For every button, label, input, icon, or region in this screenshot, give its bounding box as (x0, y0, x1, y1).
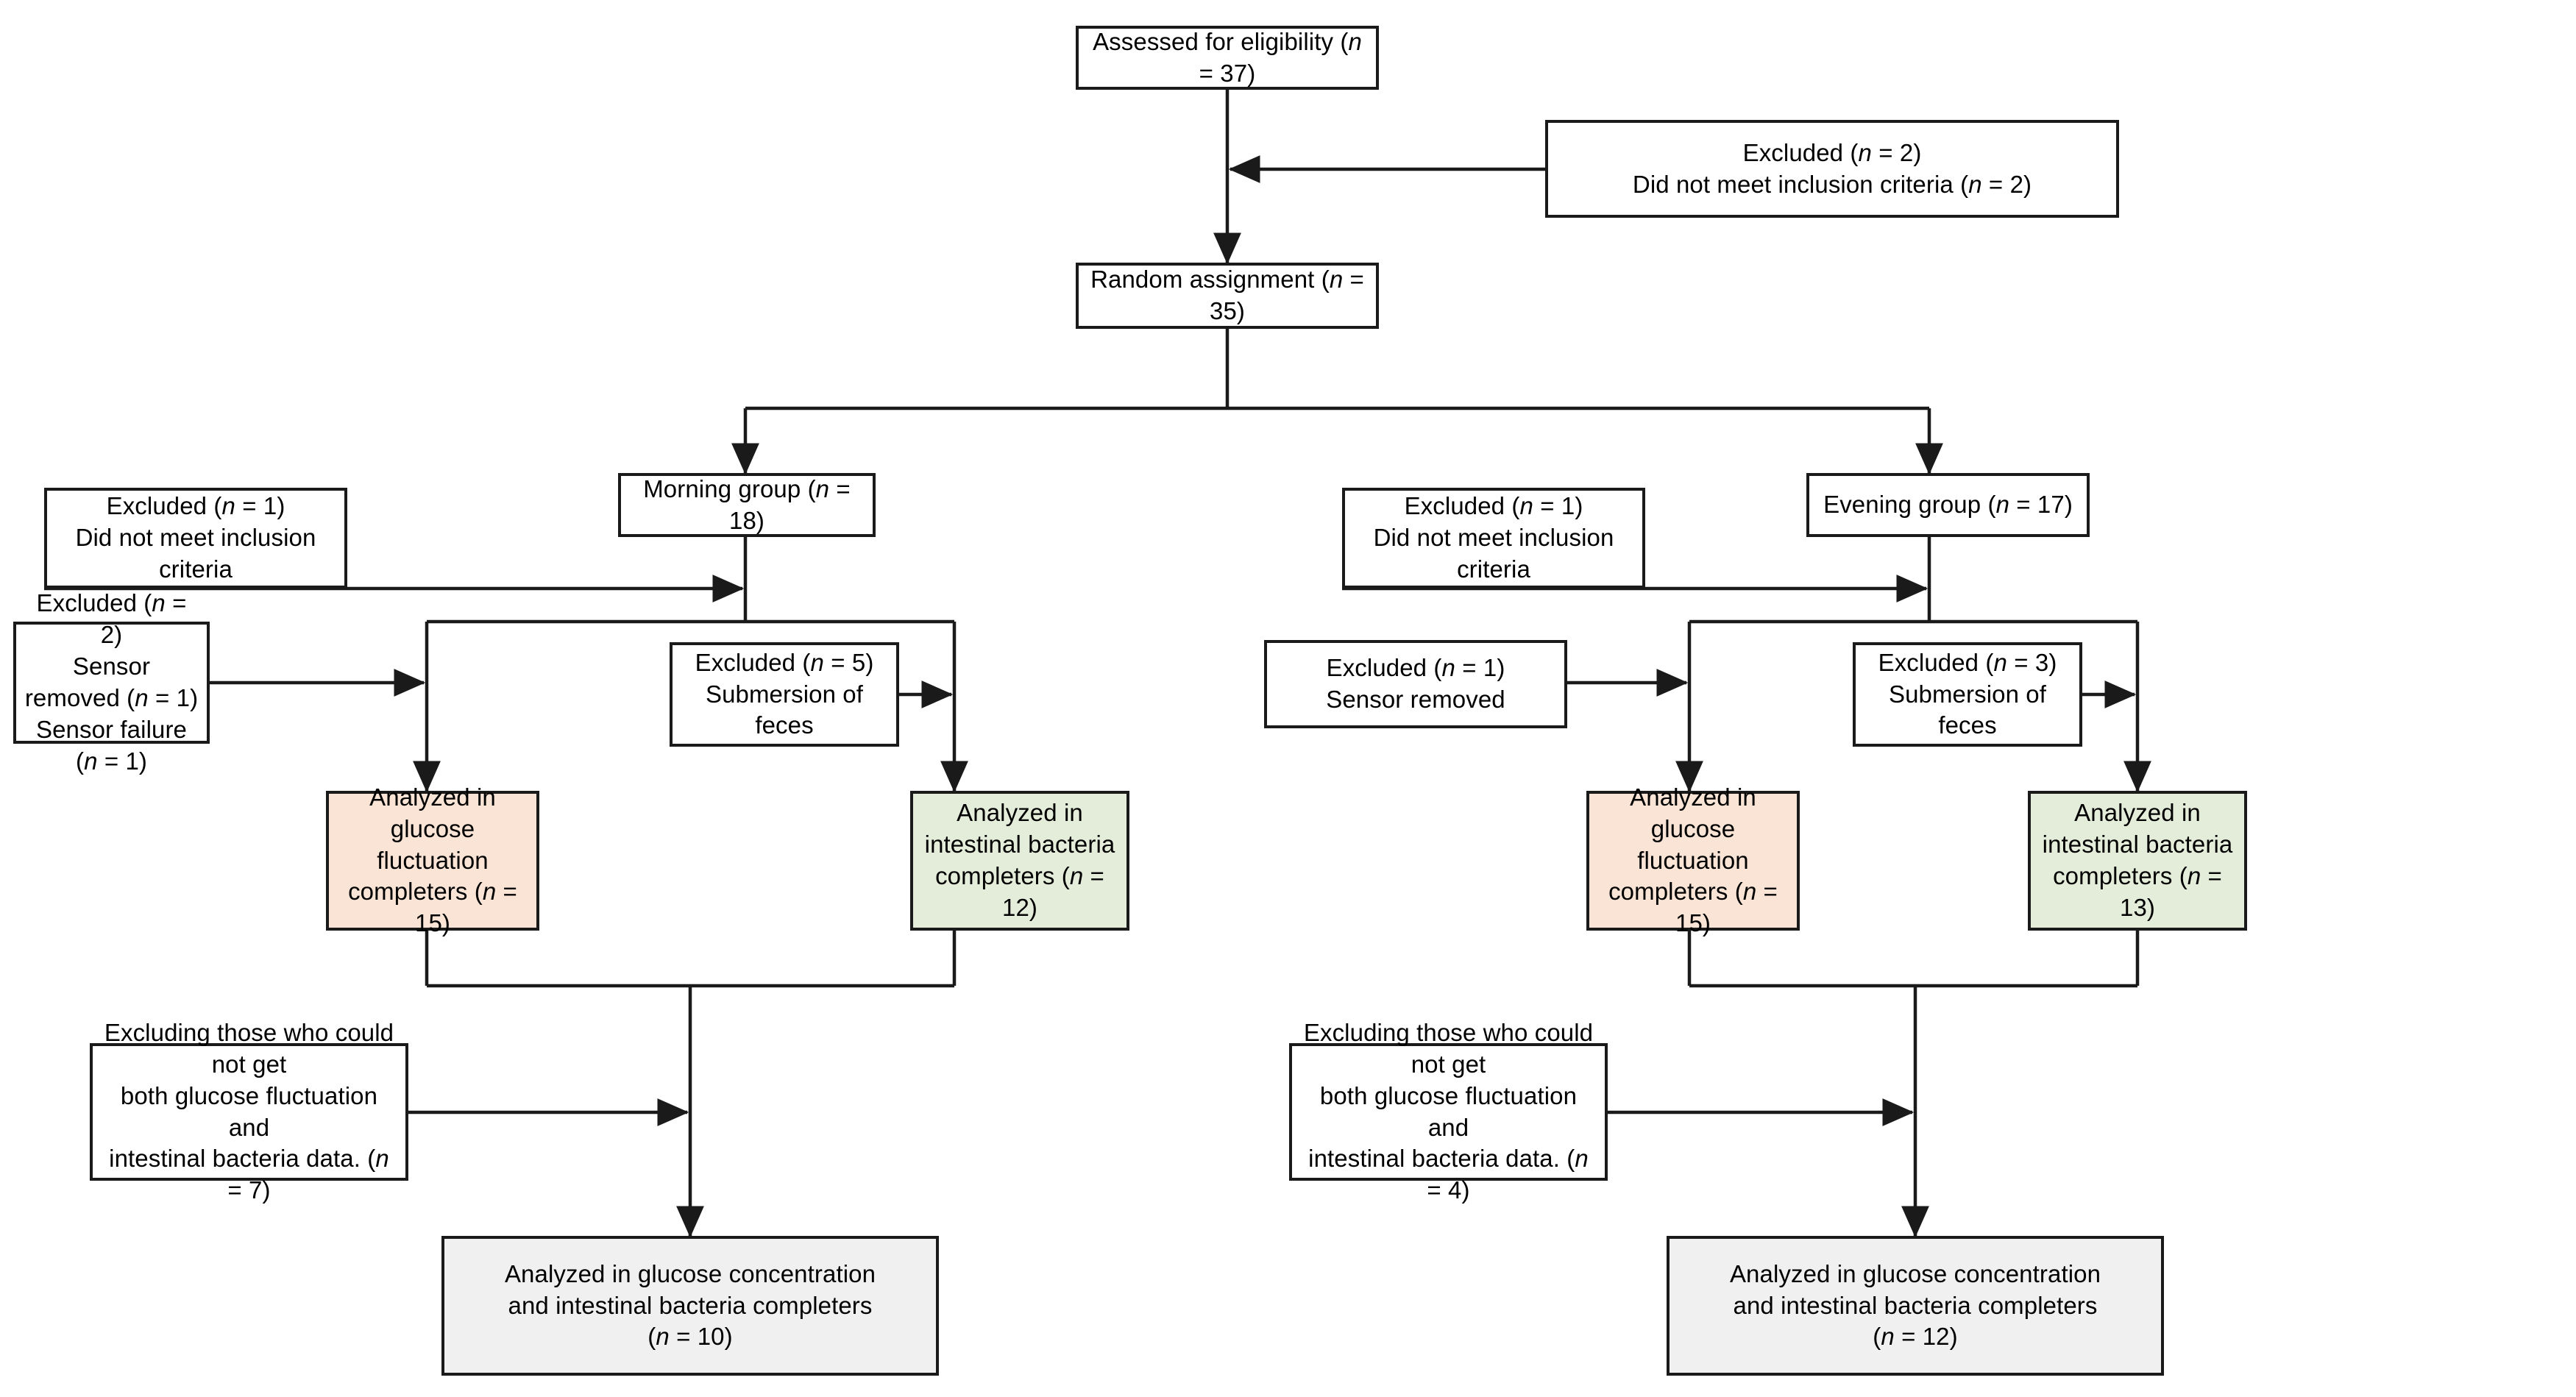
node-assessed-label: Assessed for eligibility (n = 37) (1093, 27, 1362, 87)
node-morning-excluded-sensor: Excluded (n = 2)Sensor removed (n = 1)Se… (13, 589, 210, 775)
node-morning-excluded-feces: Excluded (n = 5)Submersion of feces (670, 642, 899, 747)
node-evening-excluded-feces: Excluded (n = 3)Submersion of feces (1853, 642, 2082, 747)
node-morning-group-label: Morning group (n = 18) (643, 474, 851, 534)
node-evening-group: Evening group (n = 17) (1806, 473, 2090, 537)
node-evening-excluded-inclusion-label: Excluded (n = 1)Did not meet inclusion c… (1373, 492, 1614, 583)
node-random-assignment-label: Random assignment (n = 35) (1090, 266, 1364, 324)
node-evening-group-label: Evening group (n = 17) (1823, 491, 2073, 519)
node-evening-excluded-feces-label: Excluded (n = 3)Submersion of feces (1878, 648, 2057, 739)
node-morning-excluded-inclusion-label: Excluded (n = 1)Did not meet inclusion c… (75, 492, 316, 583)
node-excluded-top: Excluded (n = 2)Did not meet inclusion c… (1545, 120, 2119, 218)
node-evening-excluded-sensor-label: Excluded (n = 1)Sensor removed (1326, 654, 1505, 713)
node-evening-excluded-sensor: Excluded (n = 1)Sensor removed (1264, 640, 1567, 728)
node-excluded-top-label: Excluded (n = 2)Did not meet inclusion c… (1632, 138, 2032, 198)
node-morning-excluded-sensor-label: Excluded (n = 2)Sensor removed (n = 1)Se… (24, 589, 199, 775)
node-morning-excluded-inclusion: Excluded (n = 1)Did not meet inclusion c… (44, 488, 347, 589)
node-assessed-for-eligibility: Assessed for eligibility (n = 37) (1076, 26, 1379, 90)
node-evening-excluded-inclusion: Excluded (n = 1)Did not meet inclusion c… (1342, 488, 1645, 589)
node-random-assignment: Random assignment (n = 35) (1076, 263, 1379, 329)
node-morning-excluded-feces-label: Excluded (n = 5)Submersion of feces (695, 648, 874, 739)
node-morning-group: Morning group (n = 18) (618, 473, 876, 537)
